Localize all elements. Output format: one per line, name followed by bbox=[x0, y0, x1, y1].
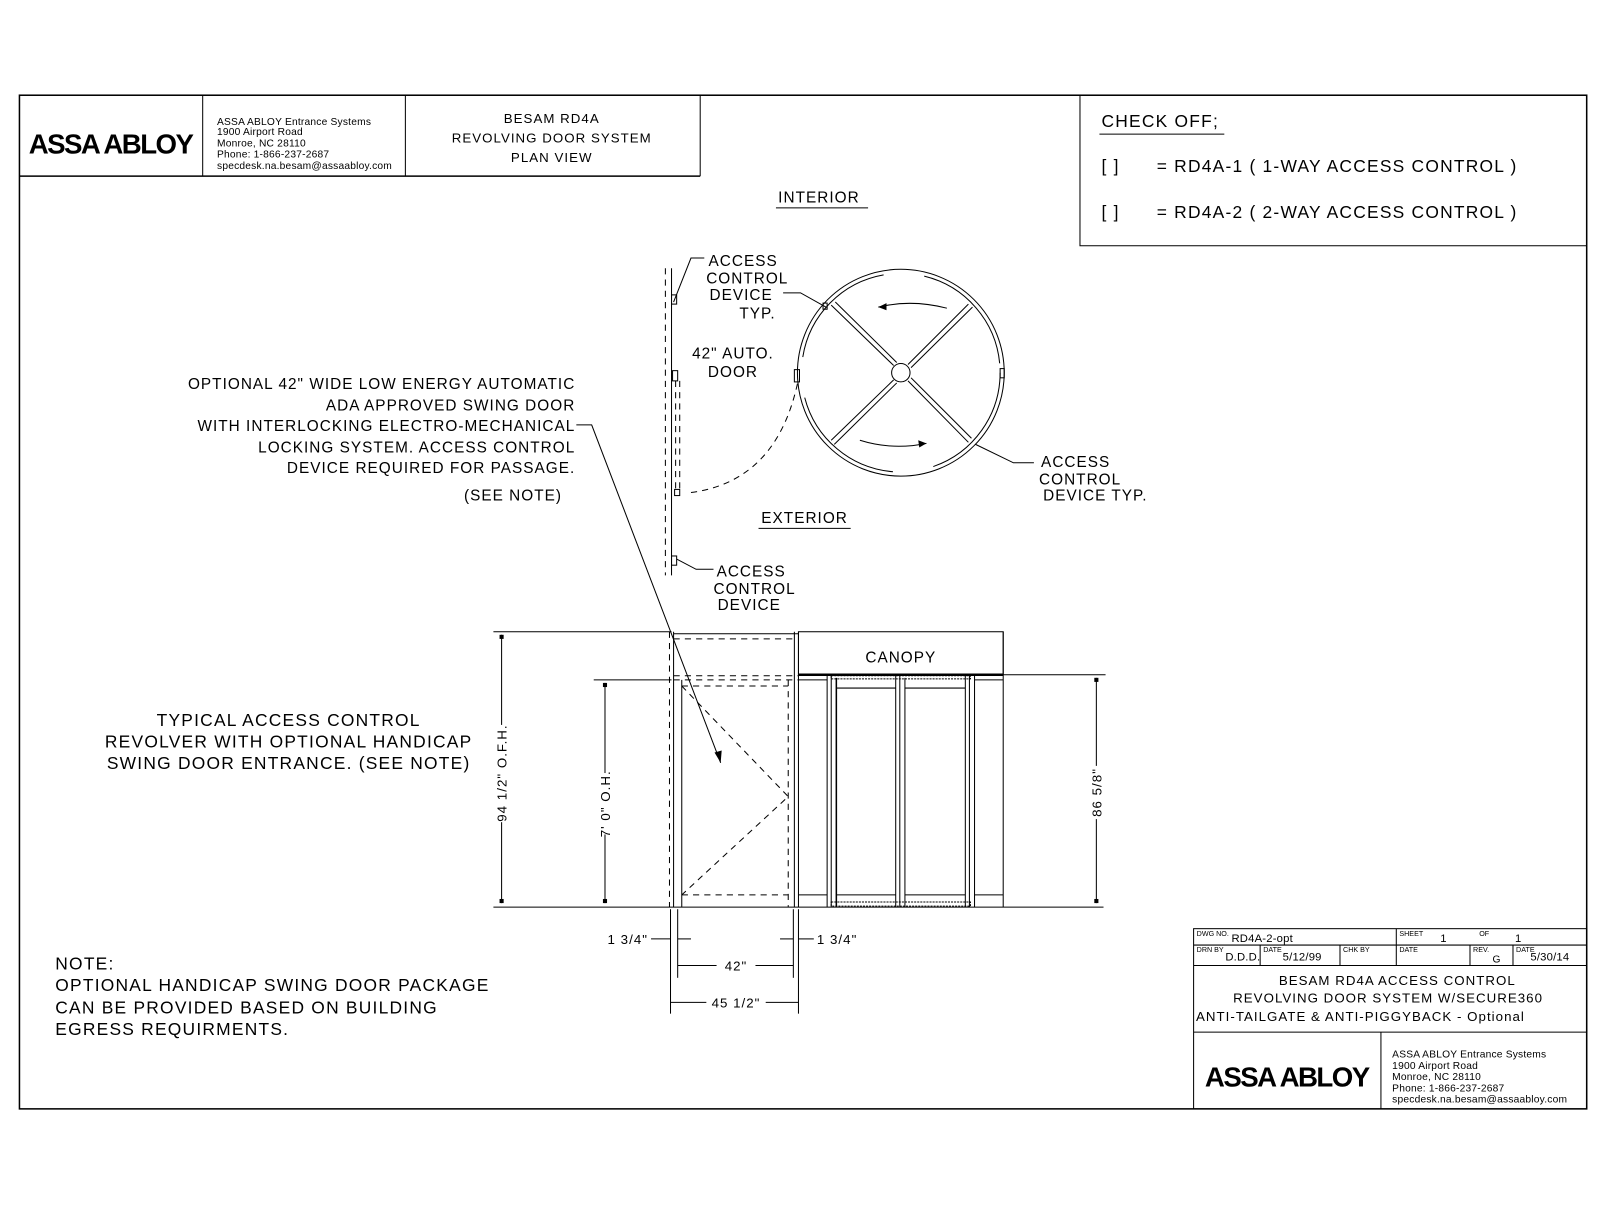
dim-overall: 45 1/2" bbox=[712, 996, 761, 1011]
acd-right-line-2: CONTROL bbox=[1039, 471, 1121, 488]
acd-right-line-1: ACCESS bbox=[1041, 454, 1110, 471]
acd-bottom-line-3: DEVICE bbox=[718, 597, 781, 614]
dim-right-height: 86 5/8" bbox=[1089, 768, 1104, 817]
svg-text:DWG NO.: DWG NO. bbox=[1197, 930, 1229, 938]
svg-text:DEVICE REQUIRED FOR PASSAGE.: DEVICE REQUIRED FOR PASSAGE. bbox=[287, 460, 575, 477]
dwg-number: RD4A-2-opt bbox=[1231, 933, 1293, 945]
svg-text:REV.: REV. bbox=[1473, 946, 1489, 954]
acd-right-line-3: DEVICE TYP. bbox=[1043, 488, 1147, 505]
typical-note-line-2: REVOLVER WITH OPTIONAL HANDICAP bbox=[105, 731, 473, 751]
svg-text:WITH INTERLOCKING ELECTRO-MECH: WITH INTERLOCKING ELECTRO-MECHANICAL bbox=[197, 418, 575, 435]
interior-label: INTERIOR bbox=[778, 190, 860, 207]
checkoff-option-1: = RD4A-1 ( 1-WAY ACCESS CONTROL ) bbox=[1157, 156, 1518, 176]
auto-door-line-2: DOOR bbox=[708, 364, 758, 381]
door-center-shaft bbox=[891, 362, 911, 383]
acd-top-line-4: TYP. bbox=[739, 305, 775, 322]
plan-view: INTERIOR ACCESS CONTROL bbox=[188, 190, 1147, 763]
sheet-number: 1 bbox=[1440, 933, 1446, 945]
description-line-2: REVOLVING DOOR SYSTEM W/SECURE360 bbox=[1233, 990, 1543, 1005]
header-logo: ASSA ABLOY bbox=[29, 129, 194, 160]
checkoff-box-1[interactable]: [ ] bbox=[1101, 156, 1119, 176]
checkoff-box-2[interactable]: [ ] bbox=[1101, 202, 1119, 222]
checkoff-title: CHECK OFF; bbox=[1101, 111, 1219, 131]
general-note: NOTE: OPTIONAL HANDICAP SWING DOOR PACKA… bbox=[55, 954, 489, 1040]
revolving-door-drum bbox=[796, 268, 1005, 477]
sheet-total: 1 bbox=[1515, 933, 1521, 945]
header-company-phone: Phone: 1-866-237-2687 bbox=[217, 150, 329, 161]
dim-ofh: 94 1/2" O.F.H. bbox=[495, 724, 510, 821]
exterior-label: EXTERIOR bbox=[761, 510, 848, 527]
acd-top-line-3: DEVICE bbox=[710, 287, 773, 304]
svg-text:specdesk.na.besam@assaabloy.co: specdesk.na.besam@assaabloy.com bbox=[1392, 1095, 1567, 1106]
header-title-line-2: REVOLVING DOOR SYSTEM bbox=[452, 130, 652, 145]
svg-text:CHK BY: CHK BY bbox=[1343, 946, 1370, 954]
note-line-3: EGRESS REQUIRMENTS. bbox=[55, 1019, 289, 1039]
svg-text:DATE: DATE bbox=[1399, 946, 1418, 954]
svg-text:DRN BY: DRN BY bbox=[1197, 946, 1224, 954]
elevation-view: CANOPY 94 1/2" O.F.H. 7' 0" O bbox=[105, 631, 1106, 1014]
svg-text:ASSA ABLOY Entrance Systems: ASSA ABLOY Entrance Systems bbox=[1392, 1050, 1546, 1061]
header-company-city: Monroe, NC 28110 bbox=[217, 138, 306, 149]
svg-text:OPTIONAL 42" WIDE LOW ENERGY A: OPTIONAL 42" WIDE LOW ENERGY AUTOMATIC bbox=[188, 376, 575, 393]
dim-opening: 42" bbox=[725, 959, 748, 974]
svg-text:Phone: 1-866-237-2687: Phone: 1-866-237-2687 bbox=[1392, 1083, 1504, 1094]
header-company-name: ASSA ABLOY Entrance Systems bbox=[217, 117, 371, 128]
optional-door-note: OPTIONAL 42" WIDE LOW ENERGY AUTOMATIC A… bbox=[188, 376, 575, 505]
header-title-line-1: BESAM RD4A bbox=[504, 111, 600, 126]
description-line-3: ANTI-TAILGATE & ANTI-PIGGYBACK - Optiona… bbox=[1196, 1009, 1525, 1024]
svg-text:1900 Airport Road: 1900 Airport Road bbox=[1392, 1061, 1478, 1072]
revision: G bbox=[1493, 954, 1501, 965]
checkoff-block: CHECK OFF; [ ] = RD4A-1 ( 1-WAY ACCESS C… bbox=[1079, 95, 1587, 247]
dim-right-jamb: 1 3/4" bbox=[817, 932, 857, 947]
acd-top-line-1: ACCESS bbox=[709, 253, 778, 270]
typical-note-line-3: SWING DOOR ENTRANCE. (SEE NOTE) bbox=[107, 753, 471, 773]
dim-oh: 7' 0" O.H. bbox=[598, 770, 613, 837]
svg-text:LOCKING SYSTEM. ACCESS CONTRO: LOCKING SYSTEM. ACCESS CONTROL bbox=[258, 440, 575, 457]
header-title-line-3: PLAN VIEW bbox=[511, 150, 593, 165]
svg-text:(SEE NOTE): (SEE NOTE) bbox=[464, 488, 562, 505]
note-line-1: OPTIONAL HANDICAP SWING DOOR PACKAGE bbox=[55, 975, 489, 995]
drawn-by: D.D.D. bbox=[1225, 951, 1260, 963]
drawn-date: 5/12/99 bbox=[1283, 951, 1322, 963]
auto-door-line-1: 42" AUTO. bbox=[692, 345, 774, 362]
dim-left-jamb: 1 3/4" bbox=[608, 932, 648, 947]
svg-text:DATE: DATE bbox=[1263, 946, 1282, 954]
svg-text:SHEET: SHEET bbox=[1399, 930, 1423, 938]
title-block: DWG NO. RD4A-2-opt SHEET 1 OF 1 DRN BY D… bbox=[1193, 928, 1588, 1110]
description-line-1: BESAM RD4A ACCESS CONTROL bbox=[1279, 973, 1516, 988]
acd-bottom-line-2: CONTROL bbox=[713, 581, 795, 598]
typical-note-line-1: TYPICAL ACCESS CONTROL bbox=[157, 710, 421, 730]
note-title: NOTE: bbox=[55, 954, 114, 974]
checkoff-option-2: = RD4A-2 ( 2-WAY ACCESS CONTROL ) bbox=[1157, 202, 1518, 222]
title-block-logo: ASSA ABLOY bbox=[1205, 1061, 1370, 1092]
revision-date: 5/30/14 bbox=[1530, 951, 1569, 963]
sheet-border bbox=[18, 94, 1588, 1110]
svg-text:ADA APPROVED SWING DOOR: ADA APPROVED SWING DOOR bbox=[326, 398, 575, 415]
svg-text:OF: OF bbox=[1479, 930, 1490, 938]
acd-top-line-2: CONTROL bbox=[706, 271, 788, 288]
svg-text:DATE: DATE bbox=[1516, 946, 1535, 954]
canopy-label: CANOPY bbox=[865, 649, 936, 666]
acd-bottom-line-1: ACCESS bbox=[717, 563, 786, 580]
header-company-email: specdesk.na.besam@assaabloy.com bbox=[217, 161, 392, 172]
header-company-address: 1900 Airport Road bbox=[217, 127, 303, 138]
header-block: ASSA ABLOY ASSA ABLOY Entrance Systems 1… bbox=[19, 95, 701, 177]
svg-text:Monroe, NC 28110: Monroe, NC 28110 bbox=[1392, 1072, 1481, 1083]
note-line-2: CAN BE PROVIDED BASED ON BUILDING bbox=[55, 998, 438, 1018]
